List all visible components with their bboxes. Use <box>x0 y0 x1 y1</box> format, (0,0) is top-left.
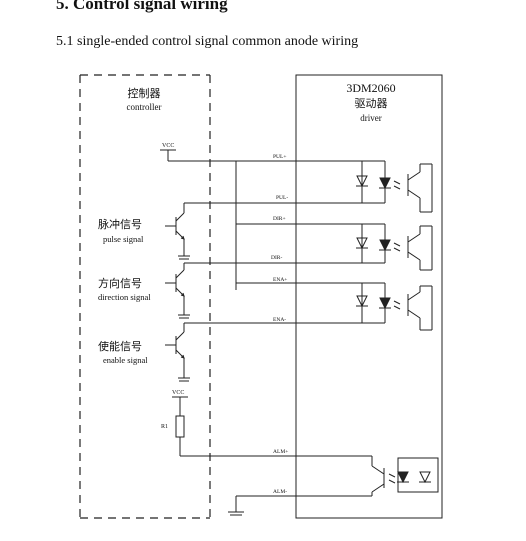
terminal-alm-plus: ALM+ <box>273 449 288 455</box>
driver-box <box>295 74 443 519</box>
terminal-ena-plus: ENA+ <box>273 277 287 283</box>
controller-box <box>79 74 211 519</box>
driver-title-en: driver <box>360 113 382 123</box>
alarm-circuit <box>172 396 439 516</box>
enable-transistor <box>165 322 296 382</box>
direction-transistor <box>165 262 296 319</box>
terminal-dir-minus: DIR- <box>271 255 282 261</box>
terminal-ena-minus: ENA- <box>273 317 286 323</box>
signal-pulse-en: pulse signal <box>103 234 144 244</box>
vcc-bottom-label: VCC <box>172 390 184 396</box>
signal-pulse-cn: 脉冲信号 <box>98 217 142 231</box>
opto-block-2 <box>296 223 433 271</box>
terminal-pul-plus: PUL+ <box>273 154 287 160</box>
driver-model: 3DM2060 <box>346 81 395 95</box>
resistor-r1 <box>175 415 185 438</box>
vcc-top-label: VCC <box>162 143 174 149</box>
signal-enable-en: enable signal <box>103 355 148 365</box>
signal-enable-cn: 使能信号 <box>98 339 142 353</box>
opto-block-1 <box>296 160 433 213</box>
controller-title-cn: 控制器 <box>128 86 161 100</box>
terminal-dir-plus: DIR+ <box>273 216 286 222</box>
driver-title-cn: 驱动器 <box>355 97 388 110</box>
signal-direction-en: direction signal <box>98 292 151 302</box>
terminal-pul-minus: PUL- <box>276 195 288 201</box>
signal-direction-cn: 方向信号 <box>98 276 142 290</box>
terminal-alm-minus: ALM- <box>273 489 287 495</box>
section-heading: 5. Control signal wiring <box>56 0 228 13</box>
controller-title-en: controller <box>127 102 162 112</box>
pulse-transistor <box>165 202 296 260</box>
resistor-label: R1 <box>161 424 168 430</box>
opto-block-3 <box>296 282 433 331</box>
section-subheading: 5.1 single-ended control signal common a… <box>56 34 359 49</box>
